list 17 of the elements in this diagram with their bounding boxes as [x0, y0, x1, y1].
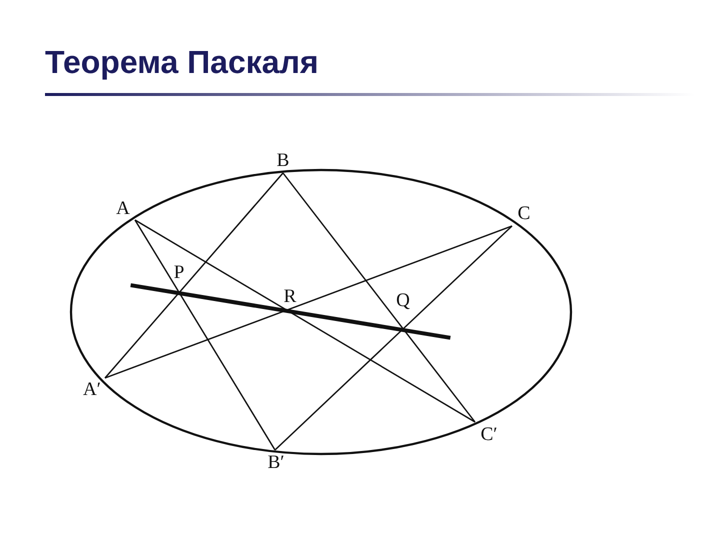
point-label: P	[168, 262, 190, 284]
chord-line	[104, 172, 284, 378]
chord-line	[282, 172, 476, 422]
point-label: Q	[391, 290, 415, 312]
point-label: B′	[262, 450, 290, 476]
slide-title: Теорема Паскаля	[45, 44, 319, 81]
chord-line	[134, 219, 476, 423]
point-label: C	[512, 202, 536, 226]
chord-line	[104, 225, 512, 379]
chord-line	[134, 220, 276, 450]
point-label: B	[271, 149, 295, 173]
point-label: A	[111, 198, 135, 220]
pascal-line	[130, 283, 451, 340]
point-label: C′	[475, 422, 503, 448]
chord-line	[274, 226, 512, 450]
point-label: A′	[79, 378, 105, 402]
point-label: R	[279, 286, 301, 308]
